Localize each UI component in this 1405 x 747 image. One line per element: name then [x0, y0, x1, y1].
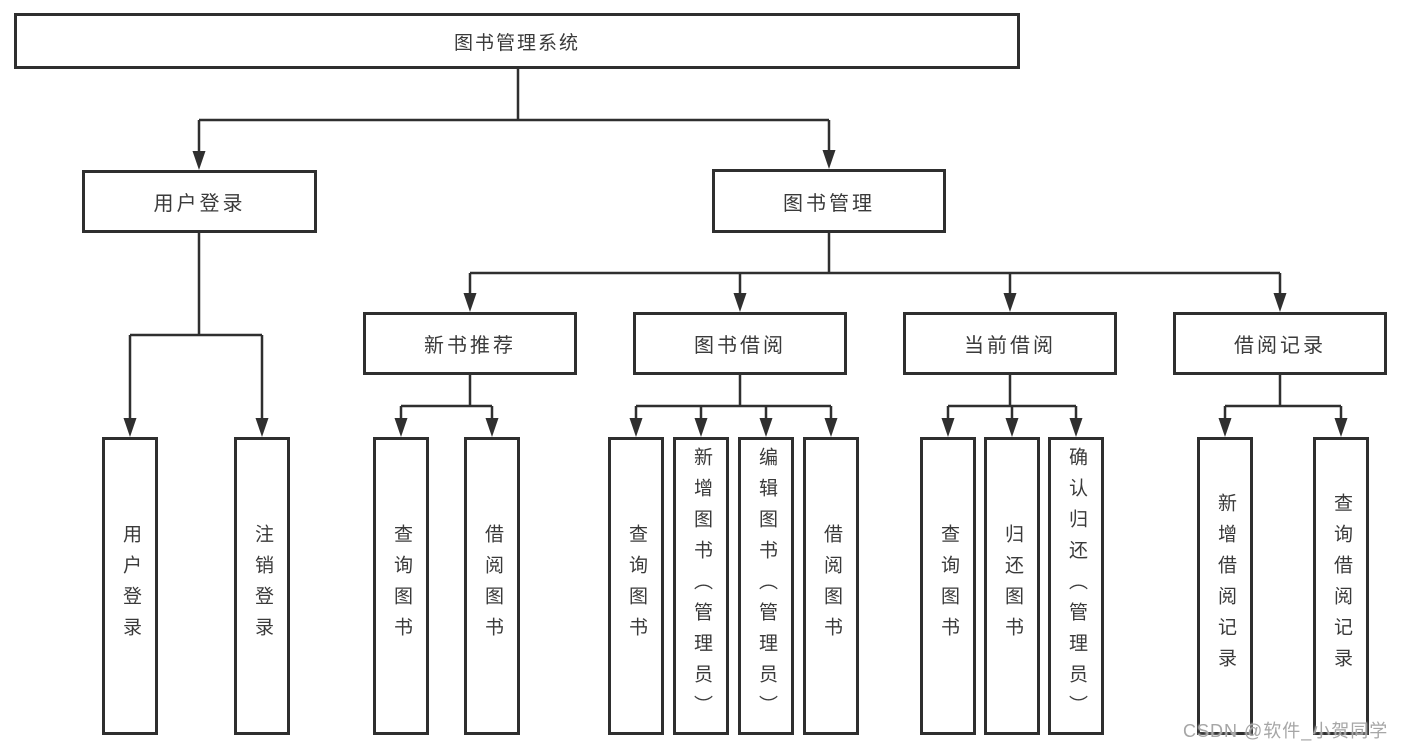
- csdn-watermark: CSDN @软件_小贺同学: [1183, 721, 1389, 741]
- leaf-box-borrow-book: 借阅图书: [803, 437, 859, 735]
- leaf-box-query-borrow-record: 查询借阅记录: [1313, 437, 1369, 735]
- node-box-borrow-records: 借阅记录: [1173, 312, 1387, 375]
- leaf-box-return-book: 归还图书: [984, 437, 1040, 735]
- leaf-box-query-book-borrow: 查询图书: [608, 437, 664, 735]
- leaf-box-add-book-admin: 新增图书（管理员）: [673, 437, 729, 735]
- leaf-box-logout-login: 注销登录: [234, 437, 290, 735]
- leaf-box-user-login: 用户登录: [102, 437, 158, 735]
- leaf-box-add-borrow-record: 新增借阅记录: [1197, 437, 1253, 735]
- leaf-box-borrow-book-recommend: 借阅图书: [464, 437, 520, 735]
- leaf-box-confirm-return-admin: 确认归还（管理员）: [1048, 437, 1104, 735]
- node-box-new-book-recommend: 新书推荐: [363, 312, 577, 375]
- node-box-current-borrow: 当前借阅: [903, 312, 1117, 375]
- node-box-user-login: 用户登录: [82, 170, 317, 233]
- leaf-box-query-book-recommend: 查询图书: [373, 437, 429, 735]
- node-box-library-system: 图书管理系统: [14, 13, 1020, 69]
- node-box-book-borrow: 图书借阅: [633, 312, 847, 375]
- leaf-box-edit-book-admin: 编辑图书（管理员）: [738, 437, 794, 735]
- leaf-box-query-book-current: 查询图书: [920, 437, 976, 735]
- node-box-book-management: 图书管理: [712, 169, 946, 233]
